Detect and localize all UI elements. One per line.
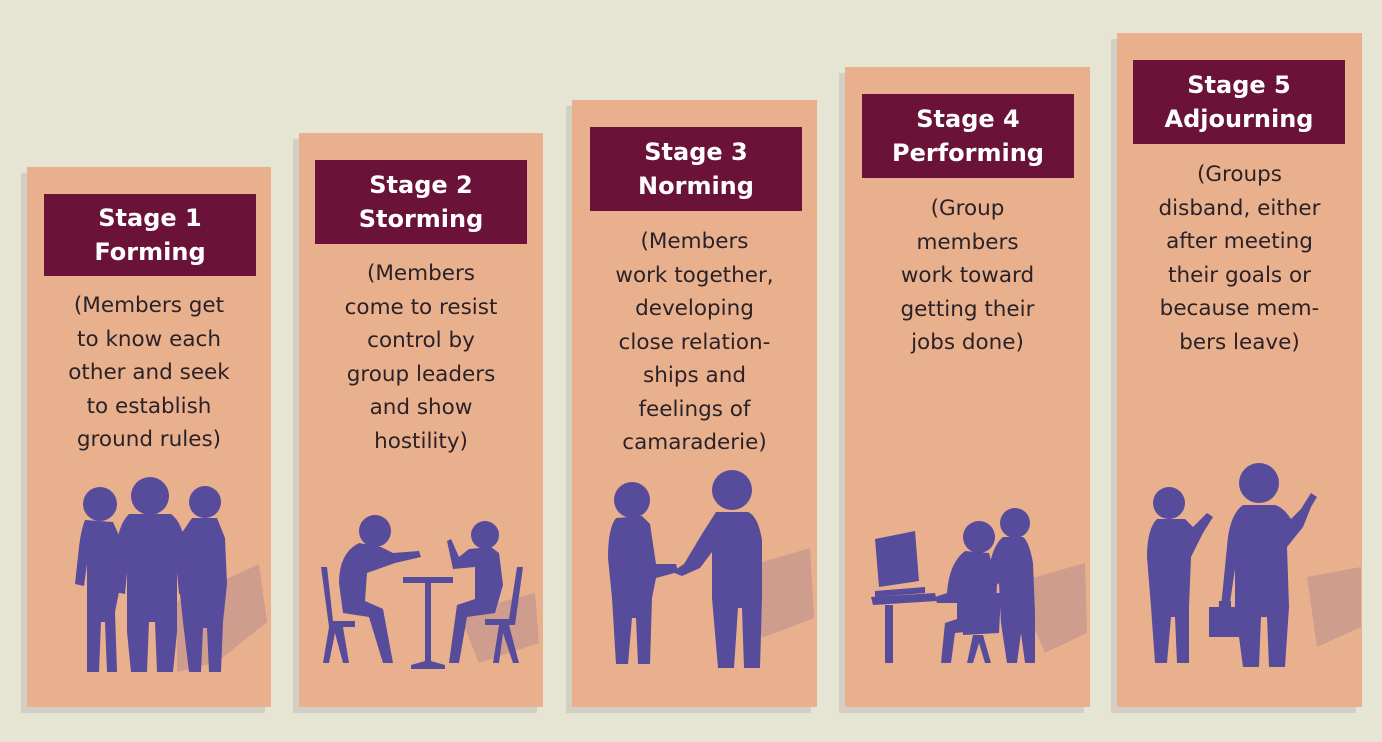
stage-2-desc-line: come to resist	[344, 294, 498, 320]
stage-3-desc-line: camaraderie)	[622, 430, 767, 455]
stage-4-desc-line: jobs done)	[911, 330, 1024, 355]
stage-1-name: Forming	[94, 238, 206, 266]
stage-1-desc-line: to know each	[77, 326, 221, 352]
stage-5-description: (Groups disband, either after meeting th…	[1117, 158, 1362, 359]
stage-1-desc-line: to establish	[86, 393, 212, 419]
stage-4-label: Stage 4 Performing	[862, 94, 1074, 178]
stage-5-desc-line: bers leave)	[1179, 329, 1300, 355]
stage-2-description: (Members come to resist control by group…	[299, 257, 543, 458]
stage-2-desc-line: hostility)	[374, 428, 468, 454]
two-people-arguing-at-table-icon	[321, 515, 539, 669]
stage-3-description: (Members work together, developing close…	[572, 225, 817, 460]
stage-3-desc-line: work together,	[615, 262, 774, 288]
two-people-at-computer-icon	[871, 508, 1087, 663]
two-people-waving-goodbye-icon	[1147, 463, 1361, 667]
stage-1-panel: Stage 1 Forming (Members get to know eac…	[27, 167, 271, 707]
stage-3-desc-line: (Members	[640, 229, 749, 254]
stage-5-desc-line: their goals or	[1168, 262, 1311, 288]
stage-3-desc-line: developing	[635, 296, 754, 321]
stage-4-name: Performing	[892, 139, 1044, 167]
stage-4-number: Stage 4	[916, 105, 1020, 133]
stage-3-label: Stage 3 Norming	[590, 127, 802, 211]
stage-4-desc-line: (Group	[930, 196, 1005, 221]
stage-2-number: Stage 2	[369, 171, 473, 199]
stage-4-desc-line: members	[916, 229, 1019, 255]
stage-1-desc-line: (Members get	[73, 293, 225, 318]
stage-5-desc-line: disband, either	[1158, 195, 1321, 221]
stage-4-desc-line: getting their	[900, 296, 1035, 322]
stage-3-desc-line: close relation-	[618, 329, 771, 355]
stage-1-label: Stage 1 Forming	[44, 194, 256, 276]
stage-2-desc-line: (Members	[366, 261, 476, 286]
stage-3-name: Norming	[638, 172, 754, 200]
stage-2-desc-line: control by	[367, 328, 475, 353]
stage-5-desc-line: after meeting	[1166, 229, 1313, 254]
stage-2-panel: Stage 2 Storming (Members come to resist…	[299, 133, 543, 707]
stage-4-desc-line: work toward	[900, 263, 1035, 288]
stage-3-panel: Stage 3 Norming (Members work together, …	[572, 100, 817, 707]
stage-3-desc-line: ships and	[643, 363, 746, 388]
stage-5-label: Stage 5 Adjourning	[1133, 60, 1345, 144]
stage-4-description: (Group members work toward getting their…	[845, 192, 1090, 360]
three-people-standing-icon	[75, 477, 267, 672]
stage-2-desc-line: group leaders	[346, 361, 496, 387]
stage-5-panel: Stage 5 Adjourning (Groups disband, eith…	[1117, 33, 1362, 707]
stage-1-desc-line: ground rules)	[76, 427, 222, 452]
stage-4-panel: Stage 4 Performing (Group members work t…	[845, 67, 1090, 707]
stage-5-number: Stage 5	[1187, 71, 1291, 99]
stage-1-desc-line: other and seek	[68, 360, 230, 385]
stage-3-number: Stage 3	[644, 138, 748, 166]
stage-1-number: Stage 1	[98, 204, 202, 232]
stage-2-label: Stage 2 Storming	[315, 160, 527, 244]
stage-2-desc-line: and show	[369, 395, 473, 420]
stage-1-description: (Members get to know each other and seek…	[27, 289, 271, 457]
stage-5-desc-line: because mem-	[1159, 296, 1320, 321]
stage-2-name: Storming	[358, 205, 484, 233]
two-people-shaking-hands-icon	[608, 470, 814, 668]
stage-3-desc-line: feelings of	[638, 396, 751, 422]
stage-5-name: Adjourning	[1164, 105, 1314, 133]
stage-5-desc-line: (Groups	[1196, 162, 1283, 187]
